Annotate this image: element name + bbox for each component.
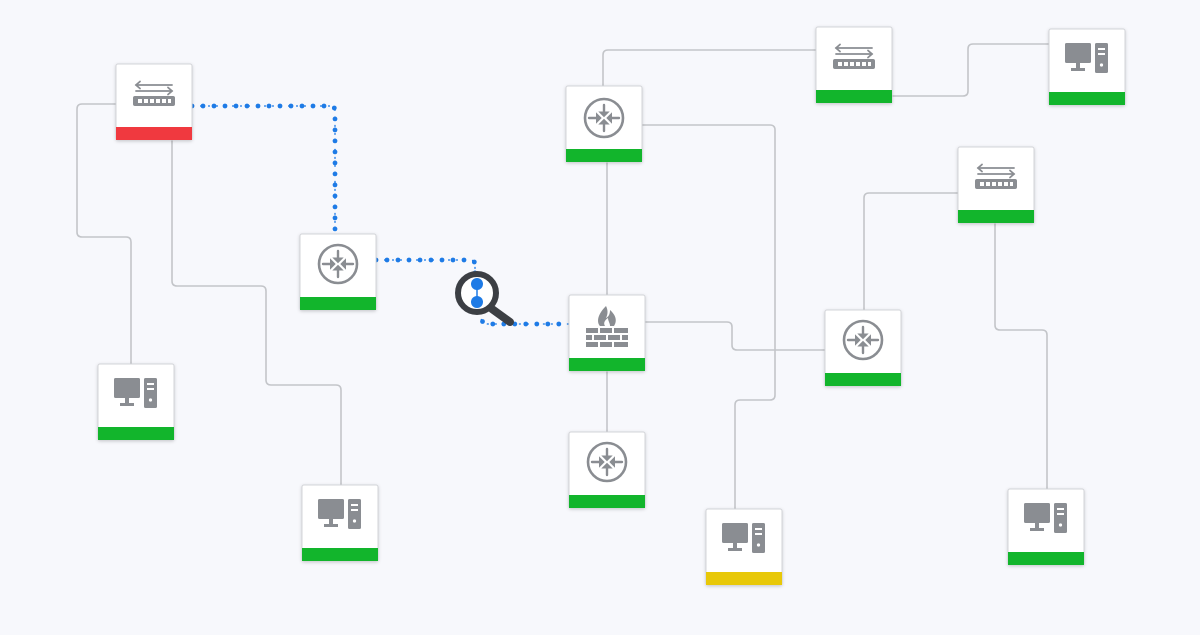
traced-path-dot	[222, 103, 228, 109]
traced-path-dot	[244, 103, 250, 109]
link-switch-3-router-4[interactable]	[863, 192, 959, 310]
traced-path-dot	[288, 103, 294, 109]
traced-path-dot	[439, 257, 445, 263]
traced-path-dot	[331, 105, 337, 111]
status-bar-ok	[816, 90, 892, 103]
device-switch-3[interactable]	[957, 146, 1035, 224]
traced-path-dot	[233, 103, 239, 109]
traced-path-dot	[480, 319, 485, 324]
magnifier-icon	[455, 271, 514, 326]
device-pc-3[interactable]	[705, 508, 783, 586]
traced-path-dot	[200, 103, 206, 109]
traced-path-dot	[266, 103, 272, 109]
status-bar-ok	[1008, 552, 1084, 565]
status-bar-down	[116, 127, 192, 140]
traced-path-dot	[277, 103, 283, 109]
status-bar-warning	[706, 572, 782, 585]
status-bar-ok	[566, 149, 642, 162]
traced-path-dot	[428, 257, 434, 263]
status-bar-ok	[825, 373, 901, 386]
device-router-1[interactable]	[299, 233, 377, 311]
link-router-2-pc-3[interactable]	[641, 124, 776, 510]
traced-path-dot	[332, 138, 338, 144]
device-pc-1[interactable]	[97, 363, 175, 441]
traced-path-dot	[545, 321, 551, 327]
traced-path-dot	[299, 103, 305, 109]
traced-path-dot	[332, 116, 338, 122]
traced-path-dots	[189, 103, 562, 327]
link-switch-2-pc-4[interactable]	[891, 43, 1050, 97]
status-bar-ok	[98, 427, 174, 440]
link-firewall-1-router-4[interactable]	[644, 321, 825, 351]
network-devices	[97, 26, 1126, 586]
device-switch-1[interactable]	[115, 63, 193, 141]
traced-path-dot	[490, 321, 496, 327]
device-firewall-1[interactable]	[568, 294, 646, 372]
traced-link-router-1-firewall-1-tail[interactable]	[479, 310, 569, 325]
path-inspector[interactable]	[455, 271, 514, 326]
traced-path-dot	[384, 257, 390, 263]
link-switch-1-pc-2[interactable]	[171, 138, 342, 486]
traced-path-dot	[556, 321, 562, 327]
traced-path-dot	[332, 215, 338, 221]
traced-path-dot	[255, 103, 261, 109]
traced-path-dot	[310, 103, 316, 109]
link-router-2-switch-2[interactable]	[602, 49, 817, 87]
traced-path-dot	[332, 193, 338, 199]
traced-path-dot	[471, 259, 477, 265]
traced-path-dot	[461, 257, 467, 263]
device-router-4[interactable]	[824, 309, 902, 387]
traced-path-dot	[332, 127, 338, 133]
device-pc-2[interactable]	[301, 484, 379, 562]
traced-path-dot	[406, 257, 412, 263]
traced-path-dot	[332, 204, 338, 210]
traced-path-dot	[332, 171, 338, 177]
link-switch-3-pc-5[interactable]	[994, 222, 1048, 490]
network-links	[76, 43, 1050, 510]
status-bar-ok	[569, 495, 645, 508]
device-router-3[interactable]	[568, 431, 646, 509]
traced-path-dot	[211, 103, 217, 109]
device-switch-2[interactable]	[815, 26, 893, 104]
status-bar-ok	[1049, 92, 1125, 105]
traced-link-switch-1-router-1[interactable]	[192, 105, 336, 234]
traced-path-dot	[450, 257, 456, 263]
status-bar-ok	[958, 210, 1034, 223]
device-router-2[interactable]	[565, 85, 643, 163]
traced-path-dot	[332, 182, 338, 188]
traced-path-dot	[534, 321, 540, 327]
status-bar-ok	[569, 358, 645, 371]
link-switch-1-pc-1[interactable]	[76, 103, 132, 365]
traced-path-dot	[523, 321, 529, 327]
device-pc-5[interactable]	[1007, 488, 1085, 566]
status-bar-ok	[302, 548, 378, 561]
traced-path-dot	[321, 103, 327, 109]
traced-path-dot	[332, 149, 338, 155]
traced-path-dot	[417, 257, 423, 263]
device-pc-4[interactable]	[1048, 28, 1126, 106]
traced-link-router-1-firewall-1[interactable]	[376, 259, 476, 275]
traced-path-dot	[332, 160, 338, 166]
traced-path-dot	[332, 226, 338, 232]
traced-path-dot	[395, 257, 401, 263]
status-bar-ok	[300, 297, 376, 310]
